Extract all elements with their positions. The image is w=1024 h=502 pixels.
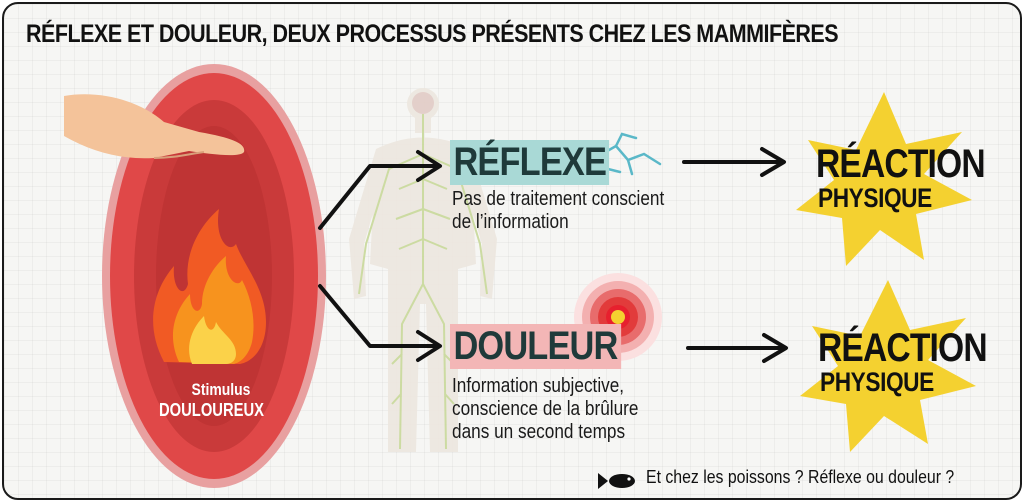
branch-arrows: [318, 150, 442, 362]
reflexe-description: Pas de traitement conscient de l’informa…: [452, 188, 664, 234]
stimulus-line2: DOULOUREUX: [159, 400, 264, 420]
douleur-desc-line: dans un second temps: [452, 421, 626, 443]
burst-icon-2: [800, 280, 976, 452]
figure-nerves: [358, 114, 488, 450]
footer-text: Et chez les poissons ? Réflexe ou douleu…: [646, 467, 955, 487]
fire-icon: [153, 209, 266, 364]
douleur-desc-line: Information subjective,: [452, 375, 625, 397]
reaction-title: RÉACTION: [816, 142, 986, 186]
douleur-description: Information subjective, conscience de la…: [452, 375, 638, 444]
stimulus-label: Stimulus: [180, 380, 262, 400]
stimulus-strong-label: DOULOUREUX: [159, 400, 264, 421]
figure-body: [370, 137, 476, 452]
human-nervous-system-figure: [349, 88, 497, 452]
reaction-subtitle: PHYSIQUE: [818, 183, 932, 213]
hand-icon: [64, 94, 245, 159]
figure-left-arm: [349, 149, 386, 299]
douleur-desc-line: conscience de la brûlure: [452, 398, 639, 420]
douleur-heading: DOULEUR: [450, 324, 621, 369]
reflexe-desc-line: de l’information: [452, 211, 569, 233]
arrow-to-douleur: [318, 284, 440, 348]
figure-brain: [412, 92, 434, 114]
reaction-label-2: RÉACTION PHYSIQUE: [818, 328, 1019, 396]
reaction-label-1: RÉACTION PHYSIQUE: [816, 144, 1017, 212]
reflexe-desc-line: Pas de traitement conscient: [452, 188, 665, 210]
diagram-art: [64, 64, 976, 489]
footer-note: Et chez les poissons ? Réflexe ou douleu…: [646, 467, 996, 488]
burst-icon-1: [796, 92, 972, 266]
stimulus-line1: Stimulus: [191, 380, 251, 399]
arrow-head-reaction-1: [760, 147, 786, 177]
reaction-arrows: [682, 147, 788, 363]
page-title: RÉFLEXE ET DOULEUR, DEUX PROCESSUS PRÉSE…: [26, 20, 839, 48]
arrow-head-douleur: [416, 330, 442, 362]
fish-icon: [598, 473, 635, 489]
arrow-to-reflexe: [318, 164, 440, 230]
reaction-title: RÉACTION: [818, 326, 988, 370]
arrow-head-reaction-2: [762, 333, 788, 363]
reflexe-heading: RÉFLEXE: [450, 140, 610, 185]
reaction-subtitle: PHYSIQUE: [820, 367, 934, 397]
arrow-head-reflexe: [416, 150, 442, 182]
figure-right-arm: [460, 149, 497, 299]
